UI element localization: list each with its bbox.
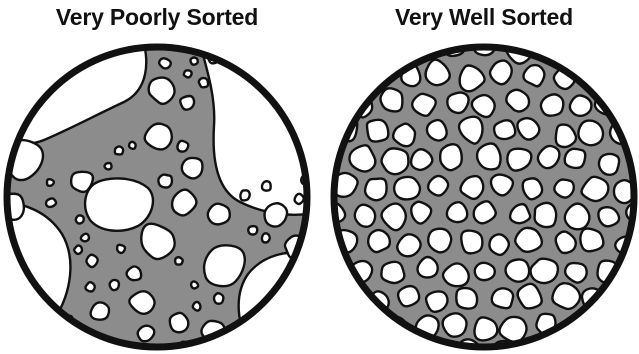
grain	[81, 234, 89, 242]
grain	[199, 78, 208, 87]
grain	[456, 288, 477, 309]
grain	[494, 120, 515, 139]
grain	[158, 175, 172, 188]
well-sorted-diagram	[329, 42, 639, 352]
grain	[440, 144, 462, 170]
grain	[382, 148, 409, 174]
grain	[208, 204, 230, 225]
grain	[117, 245, 125, 253]
grain	[499, 317, 526, 342]
grain	[474, 317, 497, 340]
poorly-sorted-diagram	[2, 42, 312, 352]
grain	[506, 259, 530, 281]
grain	[394, 177, 420, 200]
grain	[398, 286, 419, 306]
grain	[180, 96, 194, 110]
grain	[578, 121, 603, 146]
grain	[428, 229, 451, 253]
grain	[191, 281, 198, 288]
grain	[145, 124, 172, 150]
grain	[159, 58, 171, 68]
grain	[367, 120, 388, 142]
well-sorted-title: Very Well Sorted	[329, 4, 639, 31]
grain	[554, 180, 574, 198]
grain	[365, 179, 386, 201]
grain	[417, 257, 437, 278]
grain	[411, 149, 432, 170]
grain	[368, 230, 390, 252]
grain	[170, 313, 189, 332]
large-grain	[85, 178, 153, 230]
grain	[85, 282, 94, 291]
grain	[349, 145, 375, 171]
grain	[428, 176, 448, 196]
grain	[380, 88, 402, 111]
grain	[262, 181, 271, 190]
grain	[184, 70, 192, 77]
grain	[552, 283, 580, 309]
grain	[110, 280, 119, 290]
grain	[492, 288, 513, 308]
grain	[138, 326, 155, 342]
grain	[200, 43, 207, 50]
grain	[461, 231, 482, 254]
poorly-sorted-title: Very Poorly Sorted	[2, 4, 312, 31]
grain	[515, 228, 542, 252]
grain	[426, 291, 447, 311]
grain	[105, 163, 112, 169]
grain	[541, 94, 563, 115]
grain	[447, 202, 467, 222]
grain	[47, 179, 54, 186]
grain	[240, 190, 249, 200]
grain	[129, 142, 136, 149]
grain	[599, 154, 619, 175]
grain	[634, 144, 639, 168]
grain	[427, 120, 447, 140]
grain	[447, 93, 468, 113]
grain	[425, 345, 445, 352]
grain	[535, 203, 557, 227]
grain	[248, 226, 257, 234]
grain	[177, 141, 188, 152]
grain	[580, 229, 603, 252]
grain	[474, 201, 496, 223]
grain	[127, 266, 142, 280]
grain	[175, 257, 183, 264]
grain	[530, 259, 557, 283]
grain	[71, 172, 93, 192]
well-sorted-panel: Very Well Sorted	[329, 0, 639, 354]
grain	[74, 245, 82, 253]
grain	[475, 263, 495, 280]
grain	[355, 205, 375, 227]
grain	[182, 158, 203, 178]
grain	[490, 61, 512, 85]
grain	[393, 124, 415, 146]
grain	[565, 149, 586, 168]
grain	[76, 215, 84, 223]
grain	[265, 203, 288, 226]
grain	[477, 143, 501, 169]
grain	[381, 262, 404, 283]
grain	[295, 194, 304, 204]
grain	[91, 302, 109, 319]
grain	[491, 175, 513, 196]
poorly-sorted-panel: Very Poorly Sorted	[2, 0, 312, 354]
grain	[489, 234, 508, 255]
grain	[523, 178, 542, 199]
grain	[115, 146, 123, 154]
grain	[397, 234, 420, 256]
grain	[46, 198, 56, 207]
grain	[214, 293, 223, 303]
grain	[570, 95, 592, 115]
grain	[190, 58, 197, 65]
grain	[443, 313, 467, 336]
grain	[86, 255, 97, 267]
grain	[193, 302, 201, 311]
grain	[598, 207, 619, 226]
grain	[262, 233, 270, 242]
grain	[565, 204, 590, 230]
